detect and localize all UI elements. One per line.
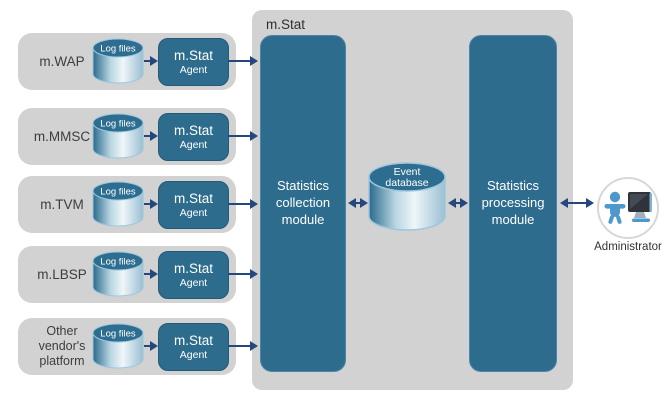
log-files-label: Log files bbox=[100, 257, 136, 268]
mstat-agent-box: m.Stat Agent bbox=[158, 181, 229, 229]
source-box-other-vendor: Other vendor's platform Log files m.Stat… bbox=[18, 318, 236, 375]
administrator-icon bbox=[597, 177, 659, 239]
mstat-agent-box: m.Stat Agent bbox=[158, 323, 229, 371]
arrow-agent-to-collection-3 bbox=[228, 199, 258, 209]
log-files-label: Log files bbox=[100, 44, 136, 55]
arrow-collection-to-database bbox=[348, 198, 368, 208]
mstat-system-title: m.Stat bbox=[266, 17, 306, 32]
log-files-cylinder: Log files bbox=[92, 38, 144, 84]
source-label: Other vendor's platform bbox=[38, 324, 86, 368]
log-files-cylinder: Log files bbox=[92, 181, 144, 227]
statistics-collection-module: Statistics collection module bbox=[260, 35, 346, 372]
log-files-label: Log files bbox=[100, 119, 136, 130]
arrow-logfiles-to-agent-2 bbox=[144, 131, 158, 141]
source-label: m.MMSC bbox=[33, 128, 91, 144]
administrator-label: Administrator bbox=[594, 241, 662, 253]
agent-subtitle: Agent bbox=[179, 207, 208, 219]
arrow-logfiles-to-agent-5 bbox=[144, 341, 158, 351]
mstat-system-container: m.Stat Statistics collection module Stat… bbox=[252, 10, 573, 390]
event-database-label-line1: Event bbox=[394, 166, 421, 178]
log-files-cylinder: Log files bbox=[92, 251, 144, 297]
arrow-database-to-processing bbox=[448, 198, 468, 208]
agent-title: m.Stat bbox=[173, 123, 213, 138]
arrow-agent-to-collection-2 bbox=[228, 131, 258, 141]
mstat-agent-box: m.Stat Agent bbox=[158, 38, 229, 86]
log-files-cylinder: Log files bbox=[92, 113, 144, 159]
source-box-mlbsp: m.LBSP Log files m.Stat Agent bbox=[18, 246, 236, 303]
agent-subtitle: Agent bbox=[179, 349, 208, 361]
event-database-cylinder: Event database bbox=[368, 162, 446, 231]
arrow-processing-to-administrator bbox=[560, 198, 594, 208]
source-box-mtvm: m.TVM Log files m.Stat Agent bbox=[18, 176, 236, 233]
arrow-logfiles-to-agent-4 bbox=[144, 269, 158, 279]
agent-subtitle: Agent bbox=[179, 64, 208, 76]
agent-title: m.Stat bbox=[173, 191, 213, 206]
arrow-logfiles-to-agent-3 bbox=[144, 199, 158, 209]
agent-subtitle: Agent bbox=[179, 277, 208, 289]
arrow-agent-to-collection-4 bbox=[228, 269, 258, 279]
agent-title: m.Stat bbox=[173, 261, 213, 276]
agent-title: m.Stat bbox=[173, 333, 213, 348]
person-icon bbox=[604, 191, 626, 224]
statistics-processing-module: Statistics processing module bbox=[469, 35, 557, 372]
source-label: m.LBSP bbox=[37, 266, 87, 282]
mstat-agent-box: m.Stat Agent bbox=[158, 251, 229, 299]
event-database-label-line2: database bbox=[385, 177, 428, 189]
arrow-logfiles-to-agent-1 bbox=[144, 56, 158, 66]
source-box-mmmsc: m.MMSC Log files m.Stat Agent bbox=[18, 108, 236, 165]
source-label: m.TVM bbox=[40, 196, 84, 212]
arrow-agent-to-collection-1 bbox=[228, 56, 258, 66]
agent-subtitle: Agent bbox=[179, 139, 208, 151]
source-label: m.WAP bbox=[39, 53, 85, 69]
arrow-agent-to-collection-5 bbox=[228, 341, 258, 351]
log-files-cylinder: Log files bbox=[92, 323, 144, 369]
agent-title: m.Stat bbox=[173, 48, 213, 63]
log-files-label: Log files bbox=[100, 187, 136, 198]
log-files-label: Log files bbox=[100, 329, 136, 340]
mstat-agent-box: m.Stat Agent bbox=[158, 113, 229, 161]
monitor-icon bbox=[628, 192, 652, 222]
source-box-mwap: m.WAP Log files m.Stat Agent bbox=[18, 33, 236, 90]
administrator-person-and-monitor-icon bbox=[604, 191, 652, 224]
